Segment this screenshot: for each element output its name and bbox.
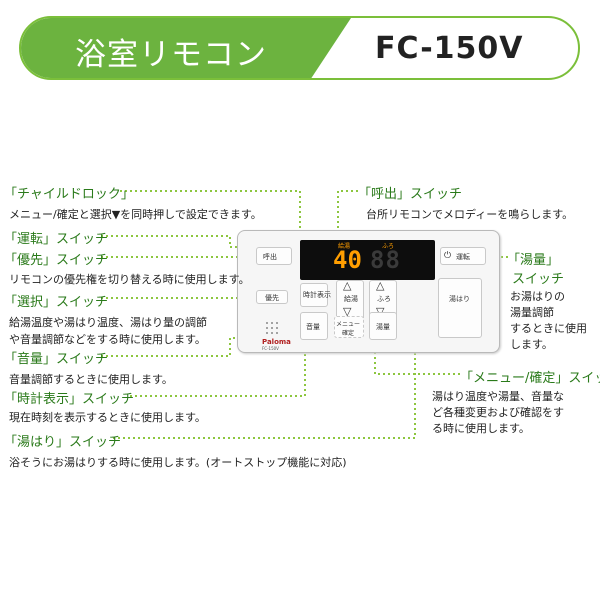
clock-display-button[interactable] [300, 283, 328, 307]
volume-title: 「音量」スイッチ [4, 352, 109, 367]
select-title: 「選択」スイッチ [4, 295, 109, 310]
child-lock-title: 「チャイルドロック」 [4, 187, 134, 202]
hot-amount-title-line2: スイッチ [512, 272, 565, 287]
lcd-temperature-inactive: 88 [370, 246, 401, 274]
lcd-display [300, 240, 435, 280]
menu-confirm-title: 「メニュー/確定」スイッチ [460, 371, 600, 386]
select-desc-line1: 給湯温度や湯はり温度、湯はり量の調節 [9, 316, 207, 329]
priority-button-label: 優先 [265, 294, 279, 302]
operation-button[interactable] [440, 247, 486, 265]
banner-title: 浴室リモコン [75, 37, 267, 73]
bath-temp-label: ふろ [377, 295, 391, 303]
volume-desc: 音量調節するときに使用します。 [9, 373, 173, 386]
hot-amount-desc: お湯はりの 湯量調節 するときに使用 します。 [510, 290, 587, 351]
banner-model: FC-150V [375, 31, 524, 66]
speaker-grille-icon [266, 322, 278, 334]
call-button-label: 呼出 [263, 253, 277, 261]
temp-up-arrow-icon: △ [343, 279, 352, 292]
hot-amount-button-label: 湯量 [376, 323, 390, 331]
temp-down-arrow-icon: ▽ [343, 305, 352, 318]
clock-title: 「時計表示」スイッチ [4, 392, 135, 407]
power-icon: ⏻ [444, 251, 452, 261]
child-lock-desc: メニュー/確定と選択▼を同時押しで設定できます。 [9, 208, 262, 221]
confirm-label: 確定 [342, 330, 355, 337]
filling-title: 「湯はり」スイッチ [4, 435, 122, 450]
clock-button-label: 時計表示 [303, 291, 331, 299]
lcd-label-left: 給湯 [338, 243, 351, 250]
priority-title: 「優先」スイッチ [4, 253, 109, 268]
operation-title: 「運転」スイッチ [4, 232, 109, 247]
lcd-temperature: 40 [333, 246, 362, 274]
bath-down-arrow-icon: ▽ [376, 305, 384, 318]
call-desc: 台所リモコンでメロディーを鳴らします。 [366, 208, 574, 221]
call-button[interactable] [256, 247, 292, 265]
volume-button[interactable] [300, 312, 328, 340]
bath-fill-button[interactable] [438, 278, 482, 338]
hot-amount-title-line1: 「湯量」 [507, 253, 560, 268]
menu-label: メニュー [336, 321, 361, 328]
lcd-label-right: ふろ [382, 243, 395, 250]
banner-green-panel [21, 18, 351, 78]
title-banner: 浴室リモコン FC-150V [19, 16, 580, 80]
remote-model-label: FC-150V [262, 346, 279, 351]
bath-up-arrow-icon: △ [376, 279, 385, 292]
clock-desc: 現在時刻を表示するときに使用します。 [9, 411, 206, 424]
hot-temp-label: 給湯 [344, 295, 358, 303]
priority-button[interactable] [256, 290, 288, 304]
filling-desc: 浴そうにお湯はりする時に使用します。(オートストップ機能に対応) [9, 456, 347, 469]
hot-amount-button[interactable] [369, 312, 397, 340]
priority-desc: リモコンの優先権を切り替える時に使用します。 [9, 273, 250, 286]
operation-button-label: 運転 [456, 253, 470, 261]
menu-confirm-desc: 湯はり温度や湯量、音量な ど各種変更および確認をす る時に使用します。 [432, 390, 564, 435]
call-title: 「呼出」スイッチ [358, 187, 463, 202]
menu-confirm-button[interactable] [334, 316, 364, 338]
select-desc-line2: や音量調節などをする時に使用します。 [9, 333, 206, 346]
volume-button-label: 音量 [306, 323, 320, 331]
bath-fill-button-label: 湯はり [449, 295, 470, 303]
brand-logo: Paloma [262, 338, 291, 346]
